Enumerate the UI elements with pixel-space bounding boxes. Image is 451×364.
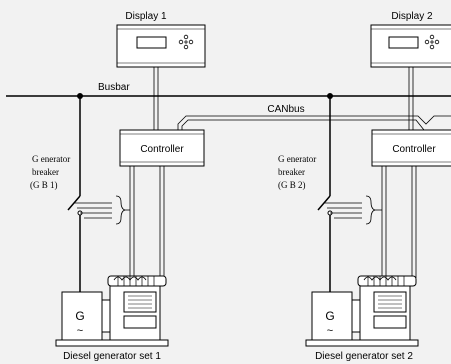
breaker-1	[67, 96, 165, 292]
canbus	[177, 115, 451, 131]
display-2-screen	[388, 36, 419, 49]
generator-1-symbol-letter: G	[75, 309, 84, 323]
svg-text:(G B 1): (G B 1)	[30, 180, 58, 190]
generator-set-1	[55, 275, 169, 347]
breaker-2-label: G enerator breaker (G B 2)	[278, 154, 316, 190]
display-2-title: Display 2	[391, 11, 433, 22]
generator-1-symbol-wave: ~	[77, 325, 83, 337]
generator-1-caption: Diesel generator set 1	[63, 351, 161, 362]
controller-2-box	[371, 129, 451, 167]
generator-2-symbol-wave: ~	[327, 325, 333, 337]
generator-set-2	[305, 275, 419, 347]
breaker-2	[317, 96, 417, 292]
breaker-1-label: G enerator breaker (G B 1)	[30, 154, 70, 190]
svg-text:G enerator: G enerator	[32, 154, 70, 164]
svg-text:breaker: breaker	[32, 167, 59, 177]
controller-2: Controller	[371, 129, 451, 167]
busbar-label: Busbar	[98, 82, 130, 93]
display-1: Display 1	[116, 11, 206, 68]
controller-1-label: Controller	[140, 144, 184, 155]
svg-text:breaker: breaker	[278, 167, 305, 177]
controller-1: Controller	[119, 129, 205, 167]
canbus-label: CANbus	[267, 104, 304, 115]
display-1-screen	[136, 36, 167, 49]
display-1-keypad-icon	[178, 34, 194, 50]
display-controller-links	[153, 67, 414, 130]
generator-2-caption: Diesel generator set 2	[315, 351, 413, 362]
busbar: Busbar	[6, 82, 451, 99]
svg-text:G enerator: G enerator	[278, 154, 316, 164]
display-1-title: Display 1	[125, 11, 167, 22]
display-2-keypad-icon	[424, 34, 440, 50]
generator-2-symbol-letter: G	[325, 309, 334, 323]
display-2: Display 2	[370, 11, 451, 68]
alternator-2	[311, 291, 353, 341]
alternator-1	[61, 291, 103, 341]
controller-1-box	[119, 129, 205, 167]
controller-2-label: Controller	[392, 144, 436, 155]
svg-text:(G B 2): (G B 2)	[278, 180, 306, 190]
